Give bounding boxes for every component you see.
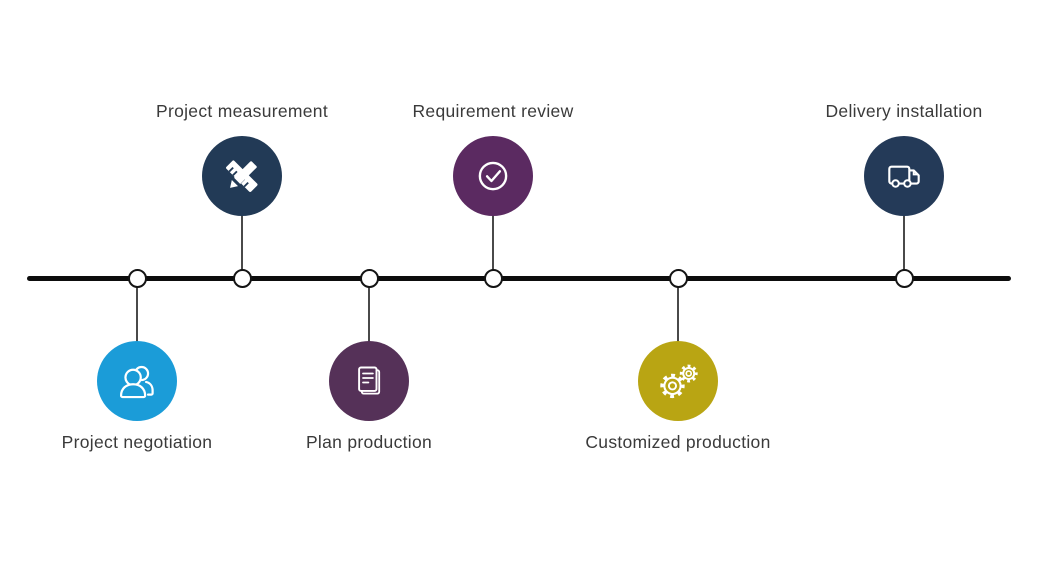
timeline-node bbox=[668, 269, 688, 288]
connector-line bbox=[241, 214, 243, 272]
check-circle-icon bbox=[478, 161, 508, 191]
step-icon-circle bbox=[202, 136, 282, 216]
connector-line bbox=[368, 286, 370, 343]
step-label: Project negotiation bbox=[61, 432, 213, 452]
step-icon-circle bbox=[864, 136, 944, 216]
step-label: Project measurement bbox=[155, 101, 329, 121]
connector-line bbox=[903, 214, 905, 272]
connector-line bbox=[492, 214, 494, 272]
connector-line bbox=[677, 286, 679, 343]
timeline-node bbox=[359, 269, 379, 288]
timeline-node bbox=[232, 269, 252, 288]
step-label: Plan production bbox=[305, 432, 433, 452]
step-label: Delivery installation bbox=[825, 101, 983, 121]
gears-icon bbox=[660, 364, 698, 399]
timeline-node bbox=[894, 269, 914, 288]
step-icon-circle bbox=[638, 341, 718, 421]
timeline-axis bbox=[27, 276, 1011, 281]
truck-icon bbox=[888, 165, 920, 188]
step-icon-circle bbox=[453, 136, 533, 216]
step-label: Requirement review bbox=[412, 101, 574, 121]
step-icon-circle bbox=[97, 341, 177, 421]
timeline-node bbox=[127, 269, 147, 288]
people-icon bbox=[119, 365, 154, 399]
step-icon-circle bbox=[329, 341, 409, 421]
timeline-node bbox=[483, 269, 503, 288]
step-label: Customized production bbox=[585, 432, 771, 452]
connector-line bbox=[136, 286, 138, 343]
ruler-pencil-icon bbox=[226, 160, 258, 192]
document-icon bbox=[358, 366, 381, 395]
